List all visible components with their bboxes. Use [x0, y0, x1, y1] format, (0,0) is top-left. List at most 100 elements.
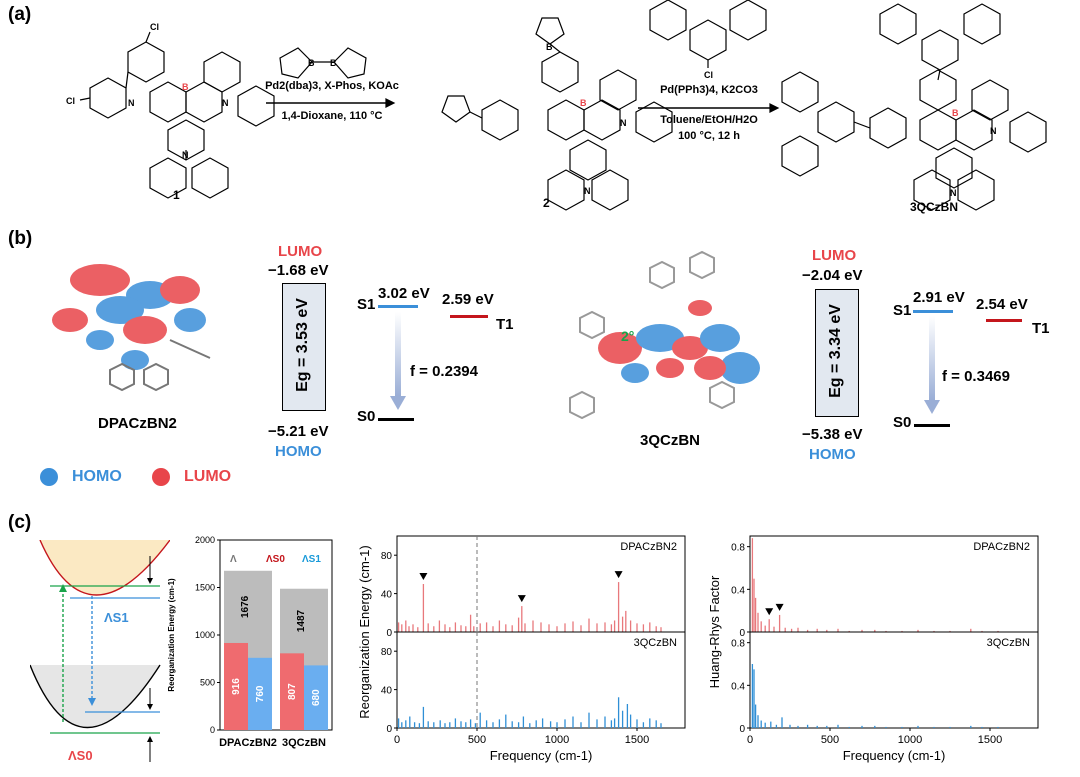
- mol2-s0-level: [914, 424, 950, 427]
- step2-condition-1: Pd(PPh3)4, K2CO3: [660, 84, 758, 96]
- hr-peak-marker: [765, 608, 774, 616]
- compound-2-structure: [441, 17, 673, 211]
- step1-condition-2: 1,4-Dioxane, 110 °C: [281, 110, 383, 122]
- spec-ytick-label: 0: [386, 628, 392, 639]
- mol1-homo-energy: −5.21 eV: [268, 423, 329, 440]
- hr-ylabel: Huang-Rhys Factor: [707, 575, 722, 688]
- atom-n-6: N: [990, 126, 997, 136]
- homo-legend-label: HOMO: [72, 468, 122, 485]
- bar-ytick-label: 1000: [195, 630, 215, 640]
- mol2-s0-label: S0: [893, 414, 912, 431]
- hr-series-label: 3QCzBN: [987, 637, 1030, 649]
- bar-ytick-label: 2000: [195, 535, 215, 545]
- mol1-transition-arrow: [390, 312, 406, 410]
- bar-s1-label: 680: [311, 689, 322, 706]
- bar-s1: [248, 657, 272, 730]
- spec-peak-marker: [614, 571, 623, 579]
- 3qczbn-orbital-image: [569, 250, 760, 420]
- lumo-legend-dot: [152, 468, 170, 486]
- atom-b-2: B: [580, 98, 587, 108]
- bar-ytick-label: 0: [210, 725, 215, 735]
- atom-n-3: N: [182, 150, 189, 160]
- spec-ytick-label: 0: [386, 724, 392, 735]
- mol2-lumo-label: LUMO: [812, 247, 857, 264]
- mol1-s1-energy: 3.02 eV: [378, 285, 430, 302]
- homo-legend-dot: [40, 468, 58, 486]
- bar-s0: [280, 653, 304, 730]
- mol2-lumo-energy: −2.04 eV: [802, 267, 863, 284]
- spec-xtick-label: 500: [468, 734, 486, 746]
- hr-series-label: DPACzBN2: [973, 541, 1030, 553]
- mol2-name: 3QCzBN: [640, 432, 701, 449]
- mol2-s1-energy: 2.91 eV: [913, 289, 965, 306]
- bar-s1: [304, 665, 328, 730]
- step2-condition-3: 100 °C, 12 h: [678, 130, 740, 142]
- bar-legend-item: ΛS1: [302, 554, 321, 565]
- atom-n-7: N: [950, 188, 957, 198]
- mol2-gap-value: Eg = 3.34 eV: [827, 304, 844, 398]
- hr-xtick-label: 0: [747, 734, 753, 746]
- mol2-homo-label: HOMO: [809, 446, 856, 463]
- compound-3-structure: [781, 3, 1047, 211]
- mol2-t1-level: [986, 319, 1022, 322]
- chlorotriazine-reagent: [649, 0, 767, 68]
- lumo-legend-label: LUMO: [184, 468, 232, 485]
- mol1-t1-label: T1: [496, 316, 514, 333]
- atom-b-1: B: [182, 82, 189, 92]
- mol1-lumo-energy: −1.68 eV: [268, 262, 329, 279]
- spec-xtick-label: 1000: [545, 734, 569, 746]
- mol2-gap-box: Eg = 3.34 eV: [815, 289, 859, 417]
- hr-ytick-label: 0: [739, 724, 745, 735]
- atom-b-5: B: [330, 58, 337, 68]
- hr-xtick-label: 1500: [978, 734, 1002, 746]
- pes-diagram: [30, 540, 170, 762]
- lambda-s1-label: ΛS1: [104, 610, 129, 625]
- spec-series-label: DPACzBN2: [620, 541, 677, 553]
- hr-ytick-label: 0.4: [731, 585, 745, 596]
- spec-peak-marker: [419, 573, 428, 580]
- bar-total-label: 1676: [240, 595, 251, 618]
- spec-ytick-label: 80: [381, 647, 393, 658]
- mol1-s0-label: S0: [357, 408, 376, 425]
- bar-category-label: 3QCzBN: [282, 737, 326, 749]
- mol2-t1-label: T1: [1032, 320, 1050, 337]
- mol2-transition-arrow: [924, 316, 940, 414]
- compound-1-structure: [79, 31, 275, 199]
- dihedral-angle: 2°: [621, 328, 635, 344]
- step2-condition-2: Toluene/EtOH/H2O: [660, 114, 758, 126]
- hr-ytick-label: 0: [739, 628, 745, 639]
- spec-panel-frame: [396, 631, 686, 729]
- mol1-homo-label: HOMO: [275, 443, 322, 460]
- lambda-s0-label: ΛS0: [68, 748, 93, 763]
- mol1-lumo-label: LUMO: [278, 243, 323, 260]
- spec-ytick-label: 80: [381, 551, 393, 562]
- mol1-gap-box: Eg = 3.53 eV: [282, 283, 326, 411]
- atom-n-4: N: [620, 118, 627, 128]
- bar-ytick-label: 1500: [195, 583, 215, 593]
- mol1-oscillator: f = 0.2394: [410, 363, 478, 380]
- hr-xlabel: Frequency (cm-1): [843, 748, 946, 763]
- spec-ylabel: Reorganization Energy (cm-1): [357, 545, 372, 718]
- step1-condition-1: Pd2(dba)3, X-Phos, KOAc: [265, 80, 399, 92]
- mol1-gap-value: Eg = 3.53 eV: [294, 298, 311, 392]
- mol1-s1-level: [378, 305, 418, 308]
- bar-s1-label: 760: [255, 685, 266, 702]
- hr-xtick-label: 1000: [898, 734, 922, 746]
- mol1-s1-label: S1: [357, 296, 376, 313]
- bar-s0-label: 807: [287, 683, 298, 700]
- spec-series-label: 3QCzBN: [634, 637, 677, 649]
- bar-legend-item: Λ: [230, 554, 237, 565]
- atom-n-1: N: [128, 98, 135, 108]
- hr-ytick-label: 0.8: [731, 639, 745, 650]
- compound-1-label: 1: [173, 188, 180, 202]
- bar-s0: [224, 642, 248, 730]
- mol1-name: DPACzBN2: [98, 415, 177, 432]
- dpaczbn2-orbital-image: [52, 264, 211, 392]
- mol2-homo-energy: −5.38 eV: [802, 426, 863, 443]
- atom-cl-3: Cl: [704, 70, 713, 80]
- mol2-s1-label: S1: [893, 302, 912, 319]
- panel-label-c: (c): [8, 512, 32, 533]
- atom-n-2: N: [222, 98, 229, 108]
